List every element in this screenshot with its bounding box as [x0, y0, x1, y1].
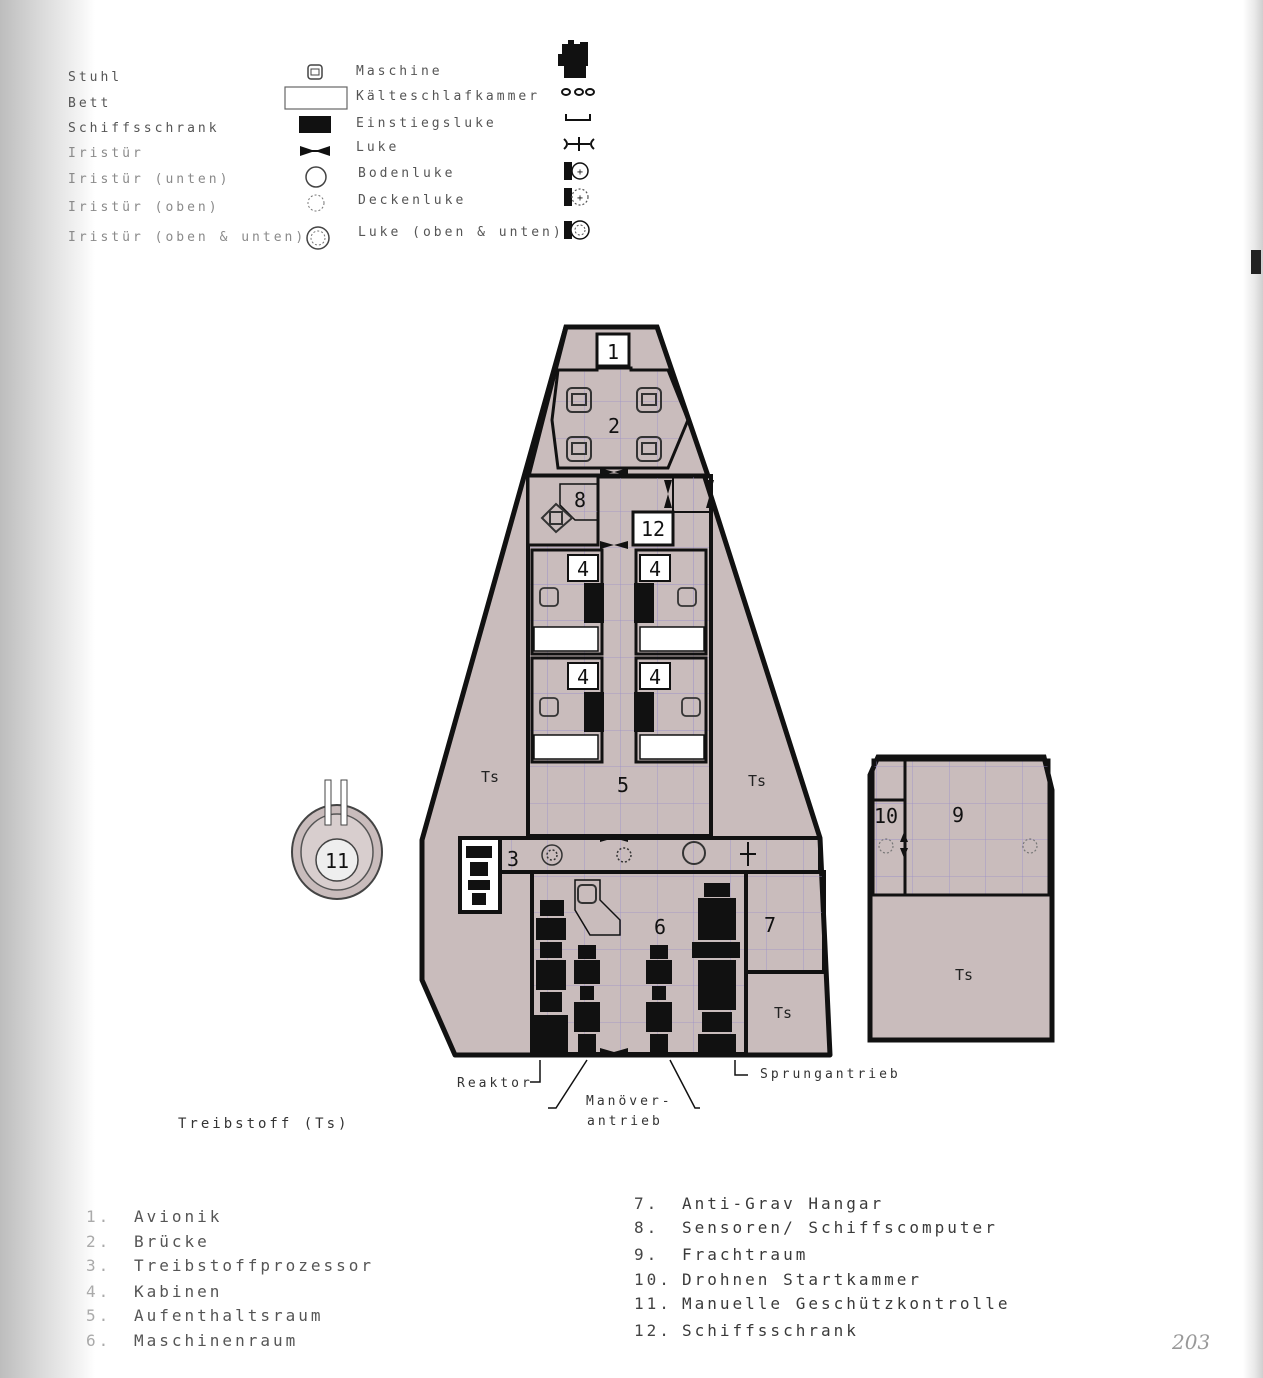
legend-label-stuhl: Stuhl [68, 70, 123, 85]
room-number-6: 6 [654, 915, 666, 939]
room-number-4d: 4 [649, 665, 661, 689]
key-item-4: 4.Kabinen [86, 1282, 223, 1301]
svg-text:+: + [577, 193, 583, 204]
legend-label-iristuer-beide: Iristür (oben & unten) [68, 230, 307, 245]
chair-icon [307, 64, 323, 80]
room-number-4c: 4 [577, 665, 589, 689]
legend-label-kaelteschlafkammer: Kälteschlafkammer [356, 89, 541, 104]
room-number-2: 2 [608, 414, 620, 438]
legend-label-iristuer-oben: Iristür (oben) [68, 200, 220, 215]
edge-marker [1251, 250, 1261, 274]
page-number: 203 [1172, 1330, 1211, 1354]
legend-label-maschine: Maschine [356, 64, 443, 79]
callout-manoever-1: Manöver- [586, 1094, 673, 1109]
key-item-12: 12.Schiffsschrank [634, 1321, 859, 1340]
gun-turret [291, 779, 383, 900]
legend-label-einstiegsluke: Einstiegsluke [356, 116, 497, 131]
key-item-6: 6.Maschinenraum [86, 1331, 299, 1350]
key-item-8: 8.Sensoren/ Schiffscomputer [634, 1218, 998, 1237]
drone-bay [871, 798, 907, 897]
anti-grav-hangar [744, 870, 826, 974]
key-item-9: 9.Frachtraum [634, 1245, 809, 1264]
svg-text:+: + [577, 167, 583, 178]
callout-reaktor: Reaktor [457, 1076, 533, 1091]
fuel-label-right: Ts [748, 772, 766, 790]
bridge-chairs [566, 387, 662, 462]
avionics-room [595, 332, 631, 368]
room-number-4a: 4 [577, 557, 589, 581]
callout-sprung: Sprungantrieb [760, 1067, 901, 1082]
room-number-1: 1 [607, 340, 619, 364]
floor-hatch-icon: + [564, 162, 589, 180]
legend-label-schiffsschrank: Schiffsschrank [68, 121, 220, 136]
iris-door-both-icon [306, 226, 330, 250]
iris-door-icon [300, 146, 330, 156]
reactor-machine [534, 900, 568, 1055]
legend-label-bett: Bett [68, 96, 112, 111]
legend-symbols-right: + + [558, 40, 595, 240]
key-item-11: 11.Manuelle Geschützkontrolle [634, 1294, 1011, 1313]
page-edge [1243, 0, 1263, 1378]
locker-icon [299, 116, 331, 133]
key-item-5: 5.Aufenthaltsraum [86, 1306, 324, 1325]
iris-door-up-icon [307, 194, 325, 212]
jump-drive-machine [692, 883, 740, 1054]
hatch-icon [563, 137, 595, 151]
corridor-hatches [541, 841, 706, 866]
legend-label-iristuer: Iristür [68, 146, 144, 161]
ceiling-hatch-icon: + [564, 188, 589, 206]
bed-icon [284, 86, 348, 110]
cryo-berth-icon [561, 88, 595, 96]
key-item-7: 7.Anti-Grav Hangar [634, 1194, 885, 1213]
key-item-1: 1.Avionik [86, 1207, 223, 1226]
iris-doors [600, 468, 714, 1056]
legend-label-iristuer-unten: Iristür (unten) [68, 172, 231, 187]
room-number-12: 12 [641, 517, 665, 541]
cabin-beds [533, 626, 705, 760]
iris-door-down-icon [305, 166, 327, 188]
fuel-label-small: Ts [774, 1004, 792, 1022]
legend-label-luke-beide: Luke (oben & unten) [358, 225, 564, 240]
corridor-hatch-vertical [740, 842, 756, 866]
legend-label-luke: Luke [356, 140, 400, 155]
manoeuvre-drive-machine [574, 945, 672, 1054]
cabin-chairs [539, 587, 701, 717]
locker-room [631, 510, 675, 547]
boarding-hatch-icon [565, 114, 591, 121]
room-number-11: 11 [325, 849, 349, 873]
room-number-8: 8 [574, 488, 586, 512]
hatch-both-icon [564, 220, 590, 240]
page-gutter-shadow [0, 0, 95, 1378]
room-number-5: 5 [617, 773, 629, 797]
room-number-3: 3 [507, 847, 519, 871]
legend-label-deckenluke: Deckenluke [358, 193, 467, 208]
cabin-lockers [584, 583, 654, 732]
callout-manoever-2: antrieb [587, 1114, 663, 1129]
fuel-label-left: Ts [481, 768, 499, 786]
key-item-2: 2.Brücke [86, 1232, 210, 1251]
machine-icon [558, 40, 588, 78]
room-number-4b: 4 [649, 557, 661, 581]
key-item-3: 3.Treibstoffprozessor [86, 1256, 375, 1275]
legend-symbols-left [284, 64, 348, 250]
room-number-7: 7 [764, 913, 776, 937]
fuel-processor-machine [466, 846, 492, 905]
key-item-10: 10.Drohnen Startkammer [634, 1270, 923, 1289]
fuel-label-cargo: Ts [955, 966, 973, 984]
room-number-10: 10 [874, 804, 898, 828]
sensor-console [540, 502, 574, 534]
fuel-note: Treibstoff (Ts) [178, 1116, 350, 1132]
legend-label-bodenluke: Bodenluke [358, 166, 456, 181]
callout-lines [530, 1059, 748, 1109]
room-number-9: 9 [952, 803, 964, 827]
